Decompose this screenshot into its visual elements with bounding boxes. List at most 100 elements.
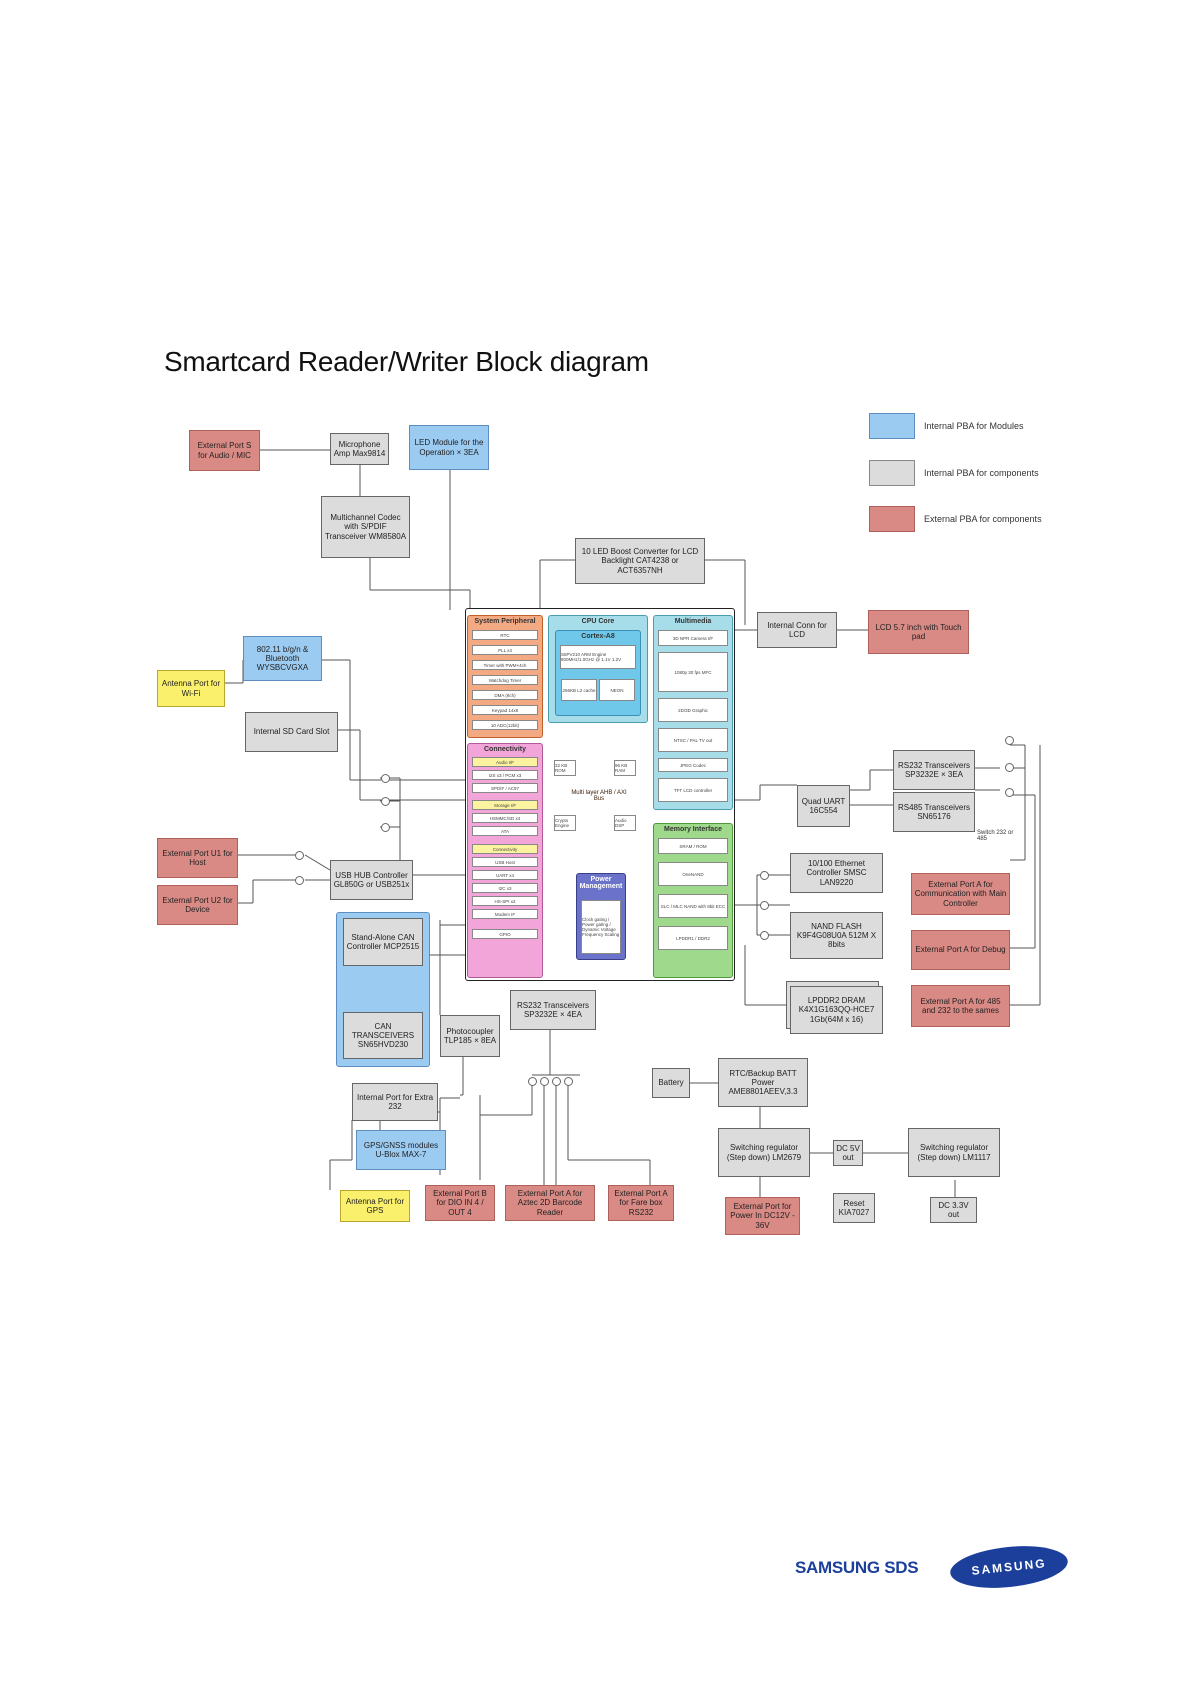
block-rtc: RTC/Backup BATT Power AME8801AEEV,3.3 — [718, 1058, 808, 1107]
legend-label-modules: Internal PBA for Modules — [924, 421, 1024, 431]
power-text: Clock gating / Power gating / Dynamic Vo… — [581, 900, 621, 954]
connector-node — [295, 876, 304, 885]
block-ext-comm: External Port A for Communication with M… — [911, 873, 1010, 915]
sp-item: Keypad 14x8 — [472, 705, 538, 715]
block-ethernet: 10/100 Ethernet Controller SMSC LAN9220 — [790, 853, 883, 893]
connector-node — [381, 823, 390, 832]
block-wifi-bt: 802.11 b/g/n & Bluetooth WYSBCVGXA — [243, 636, 322, 681]
bus-tag: 96 KB RAM — [614, 760, 636, 776]
mem-item: LPDDR1 / DDR2 — [658, 926, 728, 950]
group-power-management: Power Management Clock gating / Power ga… — [576, 873, 626, 960]
block-led-boost: 10 LED Boost Converter for LCD Backlight… — [575, 538, 705, 584]
legend-swatch-external — [869, 506, 915, 532]
block-quad-uart: Quad UART 16C554 — [797, 785, 850, 827]
legend-swatch-modules — [869, 413, 915, 439]
block-extra232: Internal Port for Extra 232 — [352, 1083, 438, 1121]
block-nand: NAND FLASH K9F4G08U0A 512M X 8bits — [790, 912, 883, 959]
group-system-peripheral: System Peripheral RTC PLL x4 Timer with … — [467, 615, 543, 738]
legend-label-components: Internal PBA for components — [924, 468, 1039, 478]
sp-item: DMA (8ch) — [472, 690, 538, 700]
block-antenna-gps: Antenna Port for GPS — [340, 1190, 410, 1222]
block-ext-audio: External Port S for Audio / MIC — [189, 430, 260, 471]
block-photocoupler: Photocoupler TLP185 × 8EA — [440, 1015, 500, 1057]
sp-item: PLL x4 — [472, 645, 538, 655]
legend-swatch-components — [869, 460, 915, 486]
cortex-title: Cortex-A8 — [581, 633, 615, 640]
group-title: Memory Interface — [664, 826, 722, 833]
conn-item: ATA — [472, 826, 538, 836]
group-title: Power Management — [579, 876, 623, 890]
connector-node — [540, 1077, 549, 1086]
mm-item: 1080p 30 fps MFC — [658, 652, 728, 692]
group-memory: Memory Interface SRAM / ROM OneNAND SLC … — [653, 823, 733, 978]
mm-item: NTSC / PAL TV out — [658, 728, 728, 752]
block-ext-u2: External Port U2 for Device — [157, 885, 238, 925]
group-multimedia: Multimedia 3D NPR Camera I/F 1080p 30 fp… — [653, 615, 733, 810]
mem-item: OneNAND — [658, 862, 728, 886]
mem-item: SLC / MLC NAND with 8bit ECC — [658, 894, 728, 918]
block-codec: Multichannel Codec with S/PDIF Transceiv… — [321, 496, 410, 558]
bus-tag: Audio DSP — [614, 815, 636, 831]
block-battery: Battery — [652, 1068, 690, 1098]
connector-node — [381, 774, 390, 783]
conn-item: Modem IF — [472, 909, 538, 919]
connector-node — [760, 901, 769, 910]
block-ext-u1: External Port U1 for Host — [157, 838, 238, 878]
conn-item: I2S x3 / PCM x3 — [472, 770, 538, 780]
block-lcd: LCD 5.7 inch with Touch pad — [868, 610, 969, 654]
sp-item: Watchdog Timer — [472, 675, 538, 685]
legend-label-external: External PBA for components — [924, 514, 1042, 524]
mm-item: JPEG Codec — [658, 758, 728, 772]
block-ext-dio: External Port B for DIO IN 4 / OUT 4 — [425, 1185, 495, 1221]
block-can-transceiver: CAN TRANSCEIVERS SN65HVD230 — [343, 1012, 423, 1059]
sp-item: Timer with PWM×4ch — [472, 660, 538, 670]
group-title: CPU Core — [581, 618, 615, 625]
block-ext-power: External Port for Power In DC12V - 36V — [725, 1197, 800, 1235]
connector-node — [1005, 763, 1014, 772]
bus-tag: 32 KB ROM — [554, 760, 576, 776]
page-title: Smartcard Reader/Writer Block diagram — [164, 346, 649, 377]
conn-item: Storage I/F — [472, 800, 538, 810]
conn-item: SPDIF / AC97 — [472, 783, 538, 793]
cortex-block: Cortex-A8 S5PV210 ARM Engine 800MHz/1.0G… — [555, 630, 641, 716]
mm-item: 3D NPR Camera I/F — [658, 630, 728, 646]
group-connectivity: Connectivity Audio I/F I2S x3 / PCM x3 S… — [467, 743, 543, 978]
conn-item: HSMMC/SD x4 — [472, 813, 538, 823]
group-title: Multimedia — [674, 618, 712, 625]
cortex-neon: NEON — [599, 679, 635, 701]
block-antenna-wifi: Antenna Port for Wi-Fi — [157, 670, 225, 707]
mm-item: TFT LCD controller — [658, 778, 728, 802]
bus-tag: Crypto Engine — [554, 815, 576, 831]
connector-node — [552, 1077, 561, 1086]
conn-item: Connectivity — [472, 844, 538, 854]
connector-node — [1005, 788, 1014, 797]
block-rs485: RS485 Transceivers SN65176 — [893, 792, 975, 832]
mm-item: 2D/3D Graphic — [658, 698, 728, 722]
connector-node — [760, 871, 769, 880]
block-ext-fare: External Port A for Fare box RS232 — [608, 1185, 674, 1221]
block-ext-485: External Port A for 485 and 232 to the s… — [911, 985, 1010, 1027]
block-rs232-3: RS232 Transceivers SP3232E × 3EA — [893, 750, 975, 790]
block-mic-amp: Microphone Amp Max9814 — [330, 433, 389, 465]
connector-node — [381, 797, 390, 806]
conn-item: HS-SPI x2 — [472, 896, 538, 906]
conn-item: UART x4 — [472, 870, 538, 880]
conn-item: USB Host — [472, 857, 538, 867]
samsung-logo-text: SAMSUNG — [970, 1556, 1048, 1578]
block-led-module: LED Module for the Operation × 3EA — [409, 425, 489, 470]
sp-item: RTC — [472, 630, 538, 640]
connector-node — [295, 851, 304, 860]
samsung-sds-logo: SAMSUNG SDS — [795, 1558, 919, 1577]
group-title: System Peripheral — [474, 618, 536, 625]
block-ext-barcode: External Port A for Aztec 2D Barcode Rea… — [505, 1185, 595, 1221]
block-dc5: DC 5V out — [833, 1140, 863, 1166]
connector-node — [564, 1077, 573, 1086]
cortex-l2: 256KB L2 cache — [561, 679, 597, 701]
block-reset: Reset KIA7027 — [833, 1193, 875, 1223]
connector-node — [528, 1077, 537, 1086]
block-can-controller: Stand-Alone CAN Controller MCP2515 — [343, 918, 423, 966]
block-usb-hub: USB HUB Controller GL850G or USB251x — [330, 860, 413, 900]
switch-note: Switch 232 or 485 — [977, 830, 1014, 842]
block-lm2679: Switching regulator (Step down) LM2679 — [718, 1128, 810, 1177]
block-dc33: DC 3.3V out — [930, 1197, 977, 1223]
